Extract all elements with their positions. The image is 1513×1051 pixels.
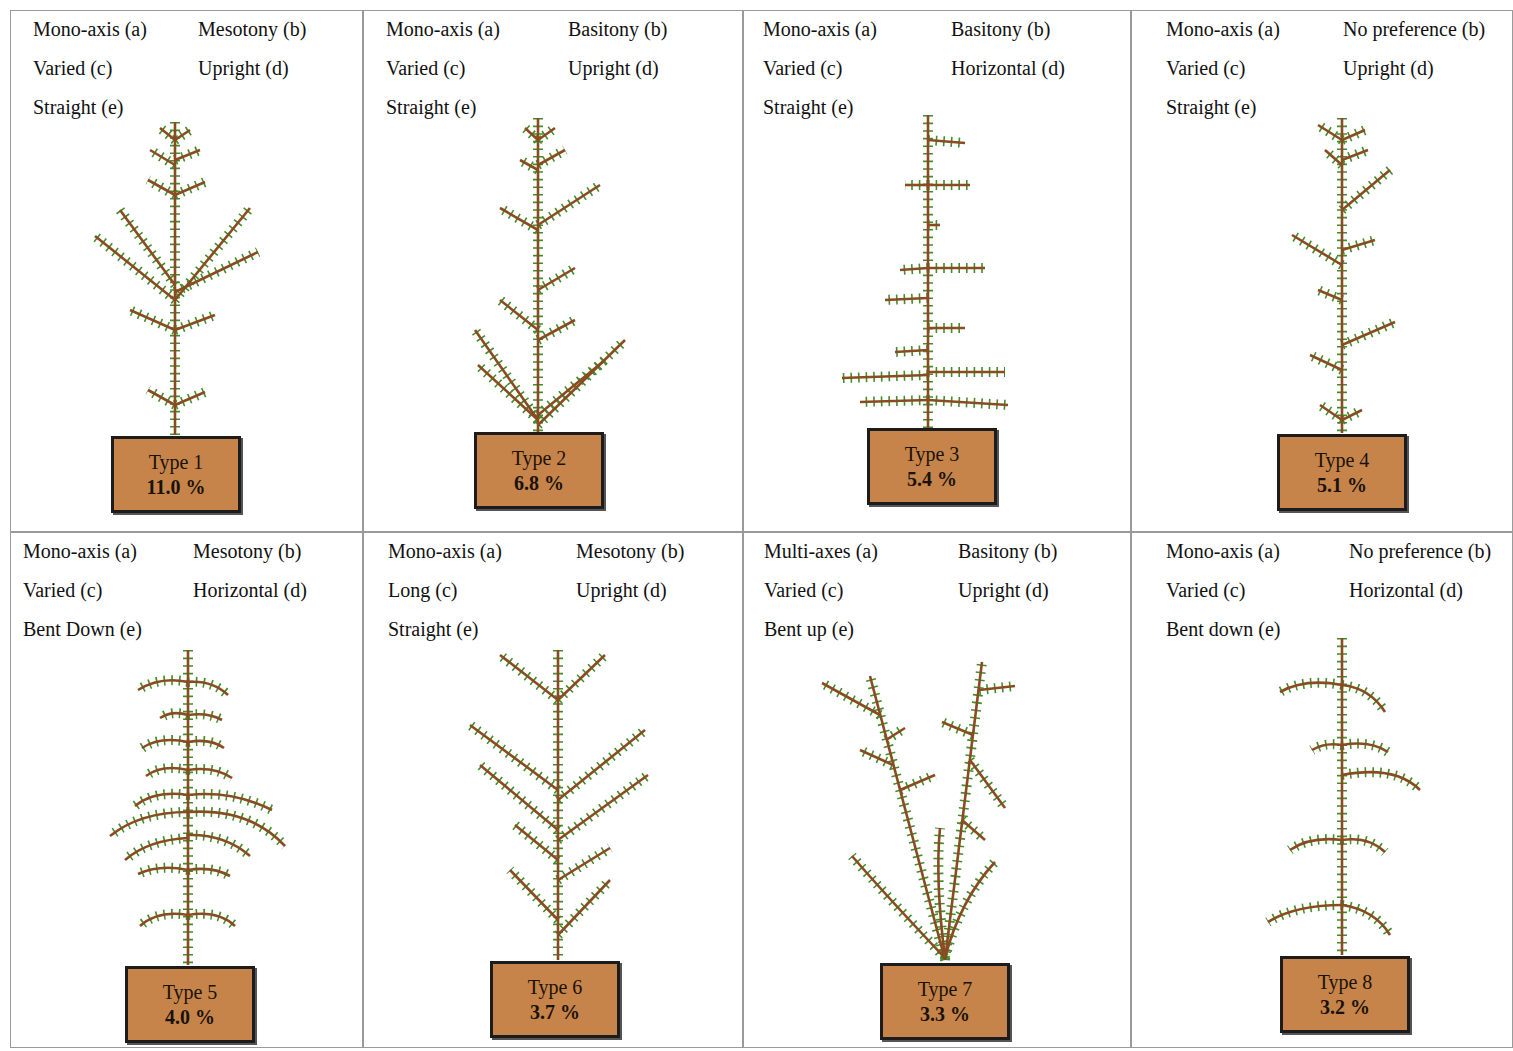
type-name: Type 3 [905, 442, 960, 467]
trait-label: Bent down (e) [1166, 618, 1280, 640]
trait-label: Mesotony (b) [576, 540, 684, 562]
trait-label: Basitony (b) [568, 18, 667, 40]
type-percentage: 5.4 % [907, 467, 957, 492]
trait-label: Basitony (b) [958, 540, 1057, 562]
trait-label: Bent Down (e) [23, 618, 142, 640]
type-percentage: 11.0 % [147, 475, 206, 500]
trait-label: Bent up (e) [764, 618, 854, 640]
type-pot-box: Type 26.8 % [474, 432, 604, 509]
type-pot-box: Type 111.0 % [111, 436, 241, 513]
type-panel: Mono-axis (a) Mesotony (b) Varied (c) Uprig… [10, 10, 363, 532]
trait-label: Horizontal (d) [193, 579, 307, 601]
trait-label: Upright (d) [1343, 57, 1434, 79]
type-percentage: 4.0 % [165, 1005, 215, 1030]
trait-label: Straight (e) [1166, 96, 1257, 118]
type-panel: Mono-axis (a) No preference (b) Varied (c)… [1131, 532, 1513, 1048]
leaf-ticks [95, 115, 1420, 965]
trait-label: Upright (d) [958, 579, 1049, 601]
trait-label: Mono-axis (a) [763, 18, 877, 40]
trait-label: Varied (c) [763, 57, 842, 79]
trait-label: Straight (e) [763, 96, 854, 118]
trait-label: Horizontal (d) [951, 57, 1065, 79]
trait-label: Varied (c) [1166, 579, 1245, 601]
type-pot-box: Type 54.0 % [125, 966, 255, 1043]
trait-label: Mono-axis (a) [1166, 540, 1280, 562]
trait-label: Basitony (b) [951, 18, 1050, 40]
type-percentage: 3.7 % [530, 1000, 580, 1025]
type-name: Type 8 [1318, 970, 1373, 995]
trait-label: No preference (b) [1349, 540, 1491, 562]
type-name: Type 2 [512, 446, 567, 471]
type-pot-box: Type 63.7 % [490, 961, 620, 1038]
trait-label: Mono-axis (a) [388, 540, 502, 562]
type-panel: Mono-axis (a) Basitony (b) Varied (c) Uprig… [363, 10, 743, 532]
trait-label: No preference (b) [1343, 18, 1485, 40]
type-panel: Mono-axis (a) No preference (b) Varied (c)… [1131, 10, 1513, 532]
trait-label: Varied (c) [1166, 57, 1245, 79]
type-percentage: 5.1 % [1317, 473, 1367, 498]
tree-branches [95, 115, 1420, 965]
trait-label: Varied (c) [764, 579, 843, 601]
trait-label: Long (c) [388, 579, 457, 601]
type-panel: Mono-axis (a) Mesotony (b) Long (c) Upright… [363, 532, 743, 1048]
type-pot-box: Type 73.3 % [880, 963, 1010, 1040]
trait-label: Mono-axis (a) [386, 18, 500, 40]
trait-label: Varied (c) [33, 57, 112, 79]
trait-label: Upright (d) [576, 579, 667, 601]
trait-label: Mesotony (b) [198, 18, 306, 40]
type-name: Type 1 [149, 450, 204, 475]
trait-label: Mono-axis (a) [33, 18, 147, 40]
type-panel: Multi-axes (a) Basitony (b) Varied (c) Upri… [743, 532, 1131, 1048]
trait-label: Mono-axis (a) [1166, 18, 1280, 40]
trait-label: Straight (e) [388, 618, 479, 640]
type-pot-box: Type 35.4 % [867, 428, 997, 505]
type-panel: Mono-axis (a) Basitony (b) Varied (c) Horiz… [743, 10, 1131, 532]
type-percentage: 3.3 % [920, 1002, 970, 1027]
trait-label: Upright (d) [198, 57, 289, 79]
trait-label: Upright (d) [568, 57, 659, 79]
type-name: Type 7 [918, 977, 973, 1002]
trait-label: Straight (e) [386, 96, 477, 118]
type-pot-box: Type 45.1 % [1277, 434, 1407, 511]
type-pot-box: Type 83.2 % [1280, 956, 1410, 1033]
type-name: Type 4 [1315, 448, 1370, 473]
trait-label: Varied (c) [386, 57, 465, 79]
trait-label: Straight (e) [33, 96, 124, 118]
trait-label: Mono-axis (a) [23, 540, 137, 562]
type-percentage: 6.8 % [514, 471, 564, 496]
type-percentage: 3.2 % [1320, 995, 1370, 1020]
type-panel: Mono-axis (a) Mesotony (b) Varied (c) Horiz… [10, 532, 363, 1048]
type-name: Type 6 [528, 975, 583, 1000]
trait-label: Multi-axes (a) [764, 540, 878, 562]
type-name: Type 5 [163, 980, 218, 1005]
trait-label: Horizontal (d) [1349, 579, 1463, 601]
trait-label: Mesotony (b) [193, 540, 301, 562]
trait-label: Varied (c) [23, 579, 102, 601]
